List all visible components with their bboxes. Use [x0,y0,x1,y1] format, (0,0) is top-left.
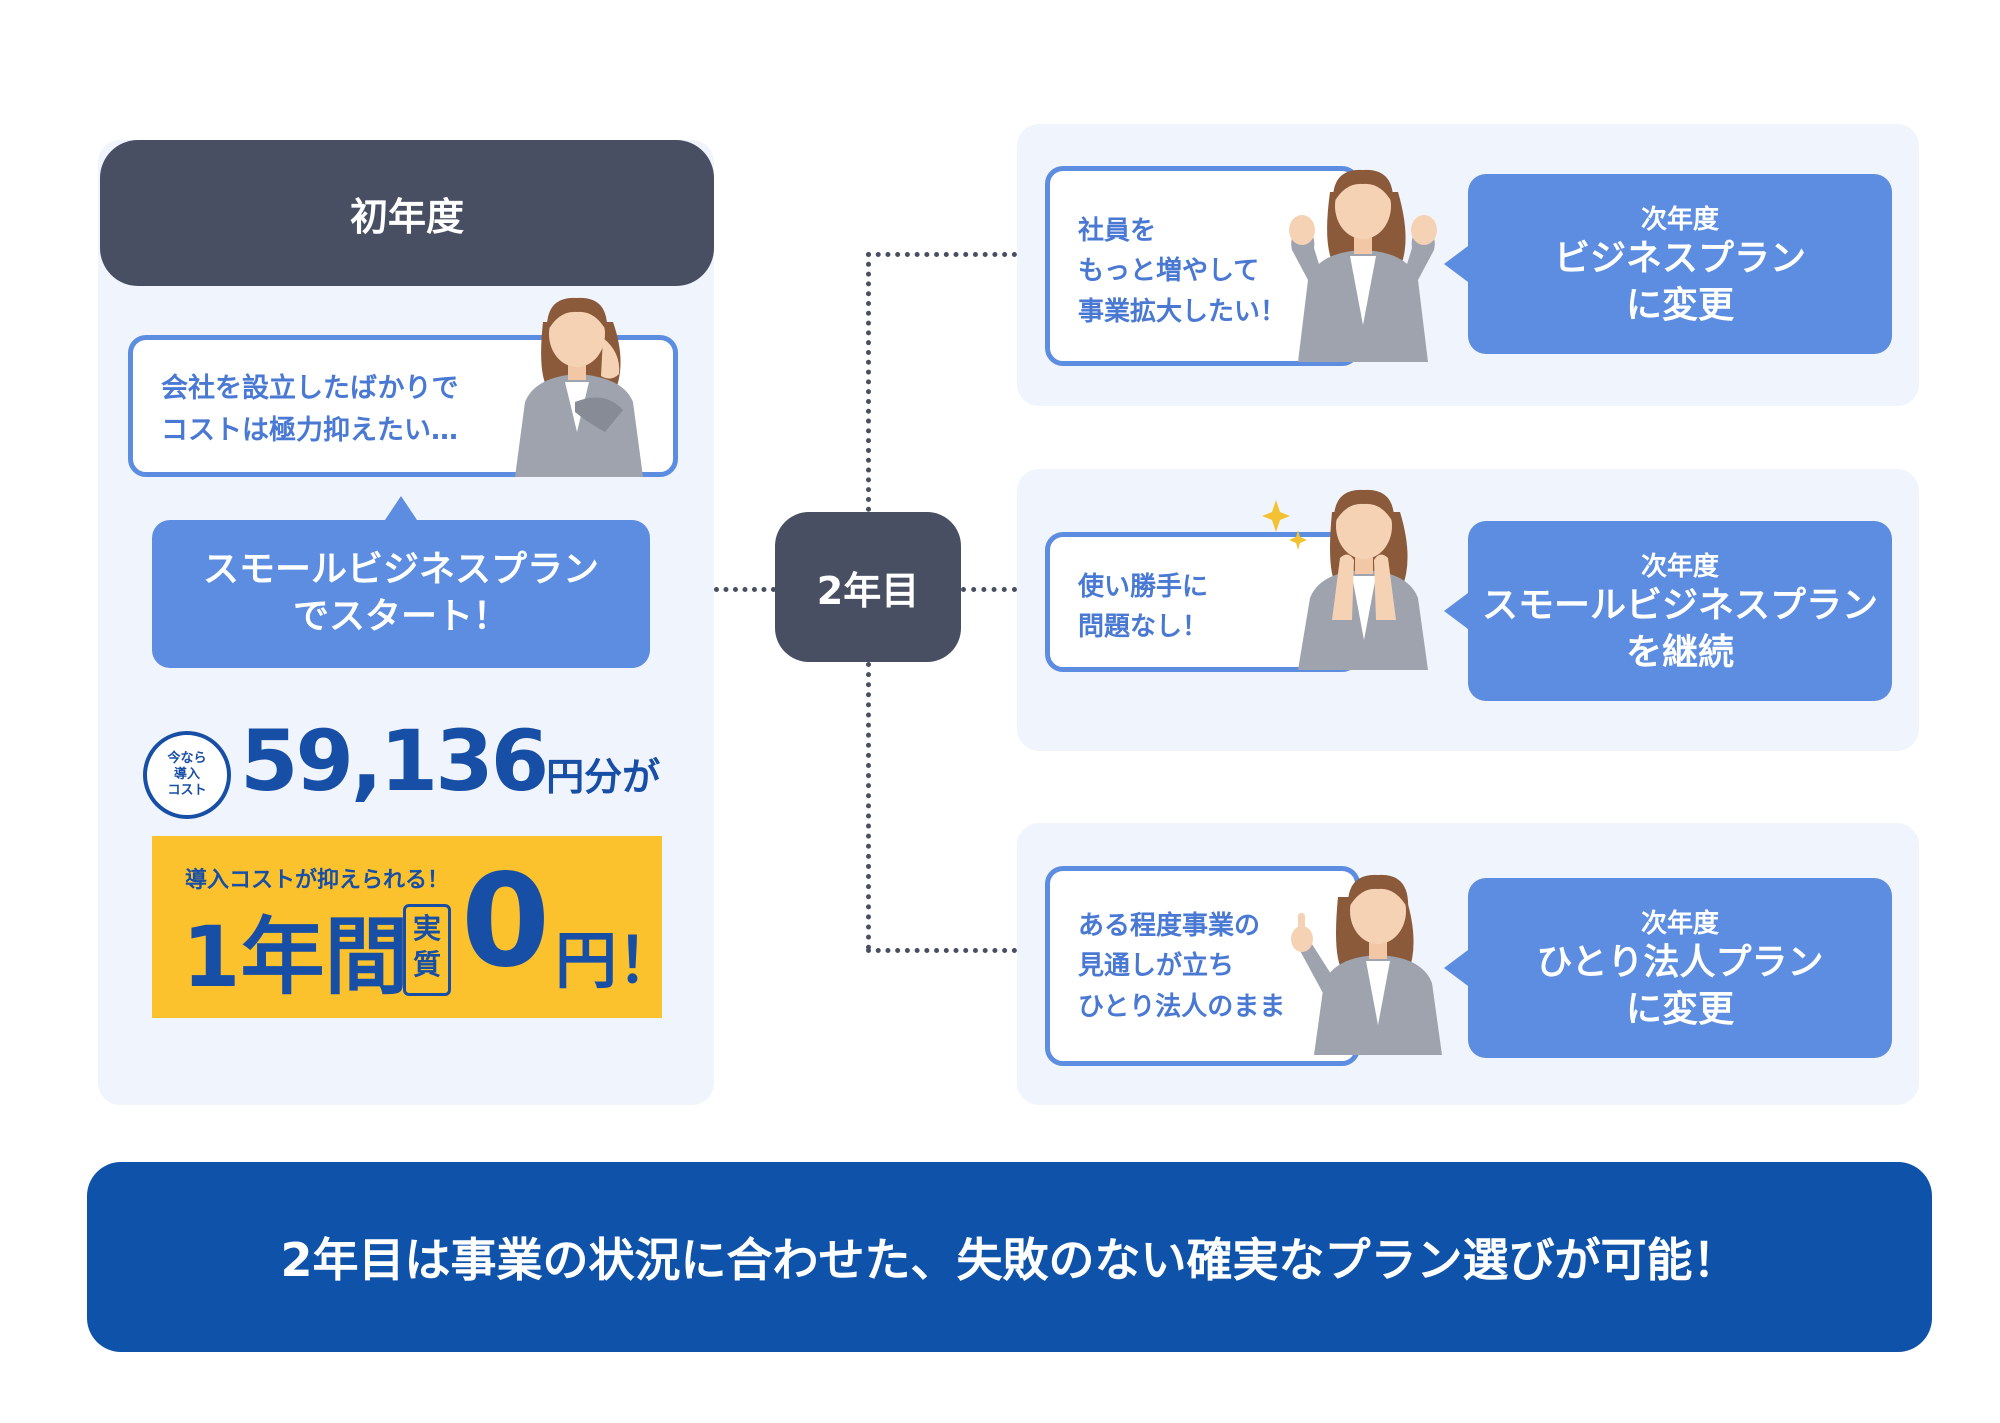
connector-line [961,587,1017,592]
speech-line: もっと増やして [1078,256,1260,287]
sparkle-icon [1262,500,1307,550]
thinking-woman-illustration [515,297,643,477]
speech-line: 社員を [1078,216,1157,246]
plan-label: 次年度 [1640,551,1719,582]
cost-badge-line: コスト [167,783,207,799]
callout-pointer [1444,246,1468,282]
connector-line [866,948,1017,953]
speech-line: ある程度事業の [1078,911,1261,941]
speech-line: ひとり法人のまま [1078,991,1286,1022]
plan-name-line: に変更 [1625,988,1734,1030]
start-plan-line: スモールビジネスプラン [202,549,599,591]
promo-yen: 円！ [555,924,680,997]
cost-amount: 59,136円分が [240,712,660,810]
plan-name-line: ビジネスプラン [1553,237,1806,279]
callout-pointer [1444,593,1468,629]
connector-line [714,587,776,592]
plan-name-line: を継続 [1625,631,1734,673]
cost-badge: 今なら 導入 コスト [143,731,231,819]
callout-pointer [385,496,417,520]
connector-line [866,252,1017,257]
start-plan-line: でスタート！ [292,596,509,637]
promo-one-year: 1年間 [182,908,409,1006]
plan-label: 次年度 [1640,908,1719,939]
plan-label: 次年度 [1640,204,1719,235]
second-year-node: 2年目 [775,512,961,662]
plan-callout: 次年度 ひとり法人プラン に変更 [1444,878,1892,1058]
speech-line: 使い勝手に [1078,572,1209,602]
plan-callout: 次年度 ビジネスプラン に変更 [1444,174,1892,354]
cost-amount-suffix: 円分が [546,755,661,799]
callout-pointer [1444,950,1468,986]
promo-effective-badge: 実質 [403,904,451,996]
pointing-woman-illustration [1291,874,1442,1055]
speech-line: 見通しが立ち [1078,951,1235,982]
pleased-woman-illustration [1298,489,1428,670]
start-plan-callout: スモールビジネスプラン でスタート！ [152,496,650,668]
promo-zero: 0 [461,847,551,996]
speech-line: 事業拡大したい！ [1078,296,1287,327]
cost-badge-line: 導入 [173,766,200,782]
footer-banner: 2年目は事業の状況に合わせた、失敗のない確実なプラン選びが可能！ [87,1162,1932,1352]
branch-speech-bubble: ある程度事業の 見通しが立ち ひとり法人のまま [1045,866,1360,1066]
plan-name-line: に変更 [1625,284,1734,326]
speech-line: 問題なし！ [1078,612,1209,643]
connector-line [866,662,871,950]
plan-name-line: スモールビジネスプラン [1481,584,1878,626]
motivated-woman-illustration [1289,169,1437,362]
promo-box [152,836,662,1018]
speech-line: コストは極力抑えたい… [161,414,458,446]
speech-line: 会社を設立したばかりで [161,373,459,404]
cost-badge-line: 今なら [167,750,207,766]
plan-callout: 次年度 スモールビジネスプラン を継続 [1444,521,1892,701]
promo-subtitle: 導入コストが抑えられる！ [185,868,450,893]
plan-name-line: ひとり法人プラン [1536,941,1824,983]
first-year-header: 初年度 [100,140,714,286]
connector-line [866,252,871,512]
cost-amount-value: 59,136 [240,712,549,810]
